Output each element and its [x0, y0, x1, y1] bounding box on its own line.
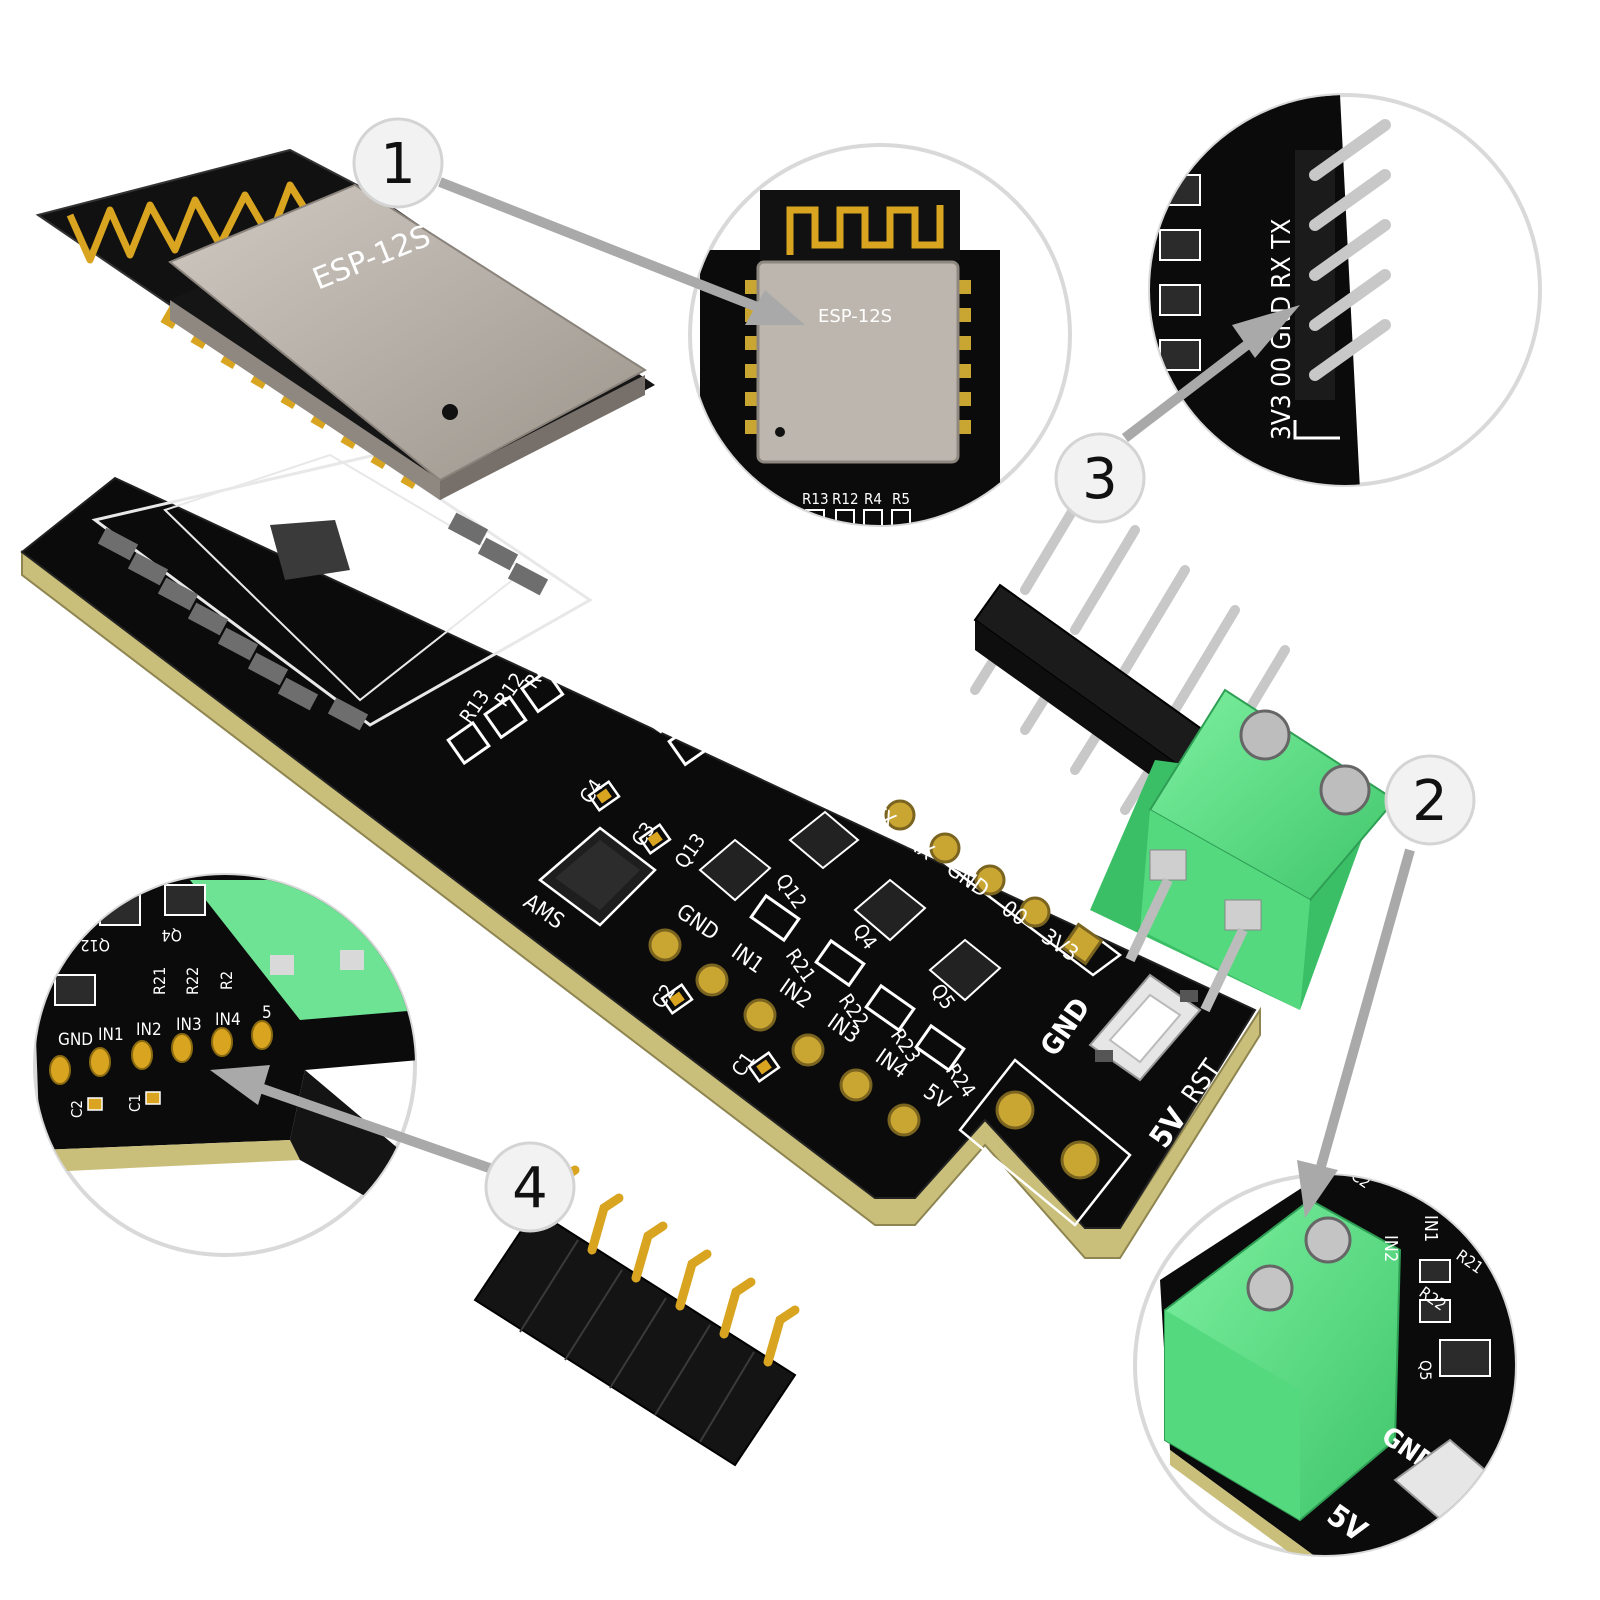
zoom4-5: 5 [262, 1003, 272, 1023]
zoom4-in4: IN4 [215, 1010, 241, 1030]
zoom-circle-3: 3V3 00 GND RX TX [1148, 93, 1542, 487]
zoom4-gnd: GND [58, 1030, 93, 1050]
zoom1-r5: R5 [892, 490, 910, 508]
callout-badge-1: 1 [352, 117, 444, 209]
zoom2-in1: IN1 [1420, 1215, 1441, 1242]
callout-number-3: 3 [1082, 447, 1118, 512]
zoom-circle-1: ESP-12S R13 R12 R4 R5 [688, 143, 1072, 527]
zoom4-r2x: R2 [217, 971, 236, 990]
callout-badge-4: 4 [484, 1141, 576, 1233]
zoom1-r12: R12 [832, 490, 859, 508]
zoom-circle-4: Q12 Q4 R21 R22 R2 GND IN1 IN2 IN3 IN4 5 … [33, 873, 417, 1257]
zoom4-q12: Q12 [80, 936, 110, 955]
callout-badge-3: 3 [1054, 432, 1146, 524]
zoom4-r21: R21 [150, 967, 169, 995]
module-pads [97, 512, 549, 731]
zoom1-r4: R4 [864, 490, 882, 508]
callout-arrows [210, 177, 1415, 1218]
zoom4-in1: IN1 [98, 1025, 124, 1045]
callout-badge-2: 2 [1384, 754, 1476, 846]
silk-r15: R15 [674, 675, 714, 718]
zoom4-in3: IN3 [176, 1015, 202, 1035]
zoom-circle-2: C2 IN1 IN2 R21 R22 Q5 GND 5V [1133, 1173, 1517, 1557]
esp12s-module: ESP-12S [35, 148, 655, 500]
zoom4-r22: R22 [183, 967, 202, 995]
zoom2-q5: Q5 [1416, 1360, 1435, 1380]
zoom1-module-label: ESP-12S [818, 306, 892, 327]
zoom4-c2: C2 [68, 1100, 86, 1118]
uart-header: TX RX GND 00 3V3 [864, 783, 1123, 977]
zoom4-q4: Q4 [162, 926, 182, 945]
main-pcb: R13 R12 R4 R5 R0 R15 C4 C3 [20, 453, 1261, 1259]
pin1-dot [442, 404, 458, 420]
module-shield [168, 183, 647, 482]
zoom2-in2: IN2 [1380, 1235, 1401, 1262]
zoom4-in2: IN2 [136, 1020, 162, 1040]
zoom4-c1: C1 [126, 1094, 144, 1112]
callout-number-2: 2 [1412, 769, 1448, 834]
reset-button [1088, 973, 1202, 1082]
callout-number-4: 4 [512, 1156, 548, 1221]
transistor-q13: Q13 [669, 829, 772, 902]
module-outline [91, 453, 593, 727]
zoom1-r13: R13 [802, 490, 829, 508]
screw-terminal [1090, 688, 1397, 1013]
callout-number-1: 1 [380, 132, 416, 197]
